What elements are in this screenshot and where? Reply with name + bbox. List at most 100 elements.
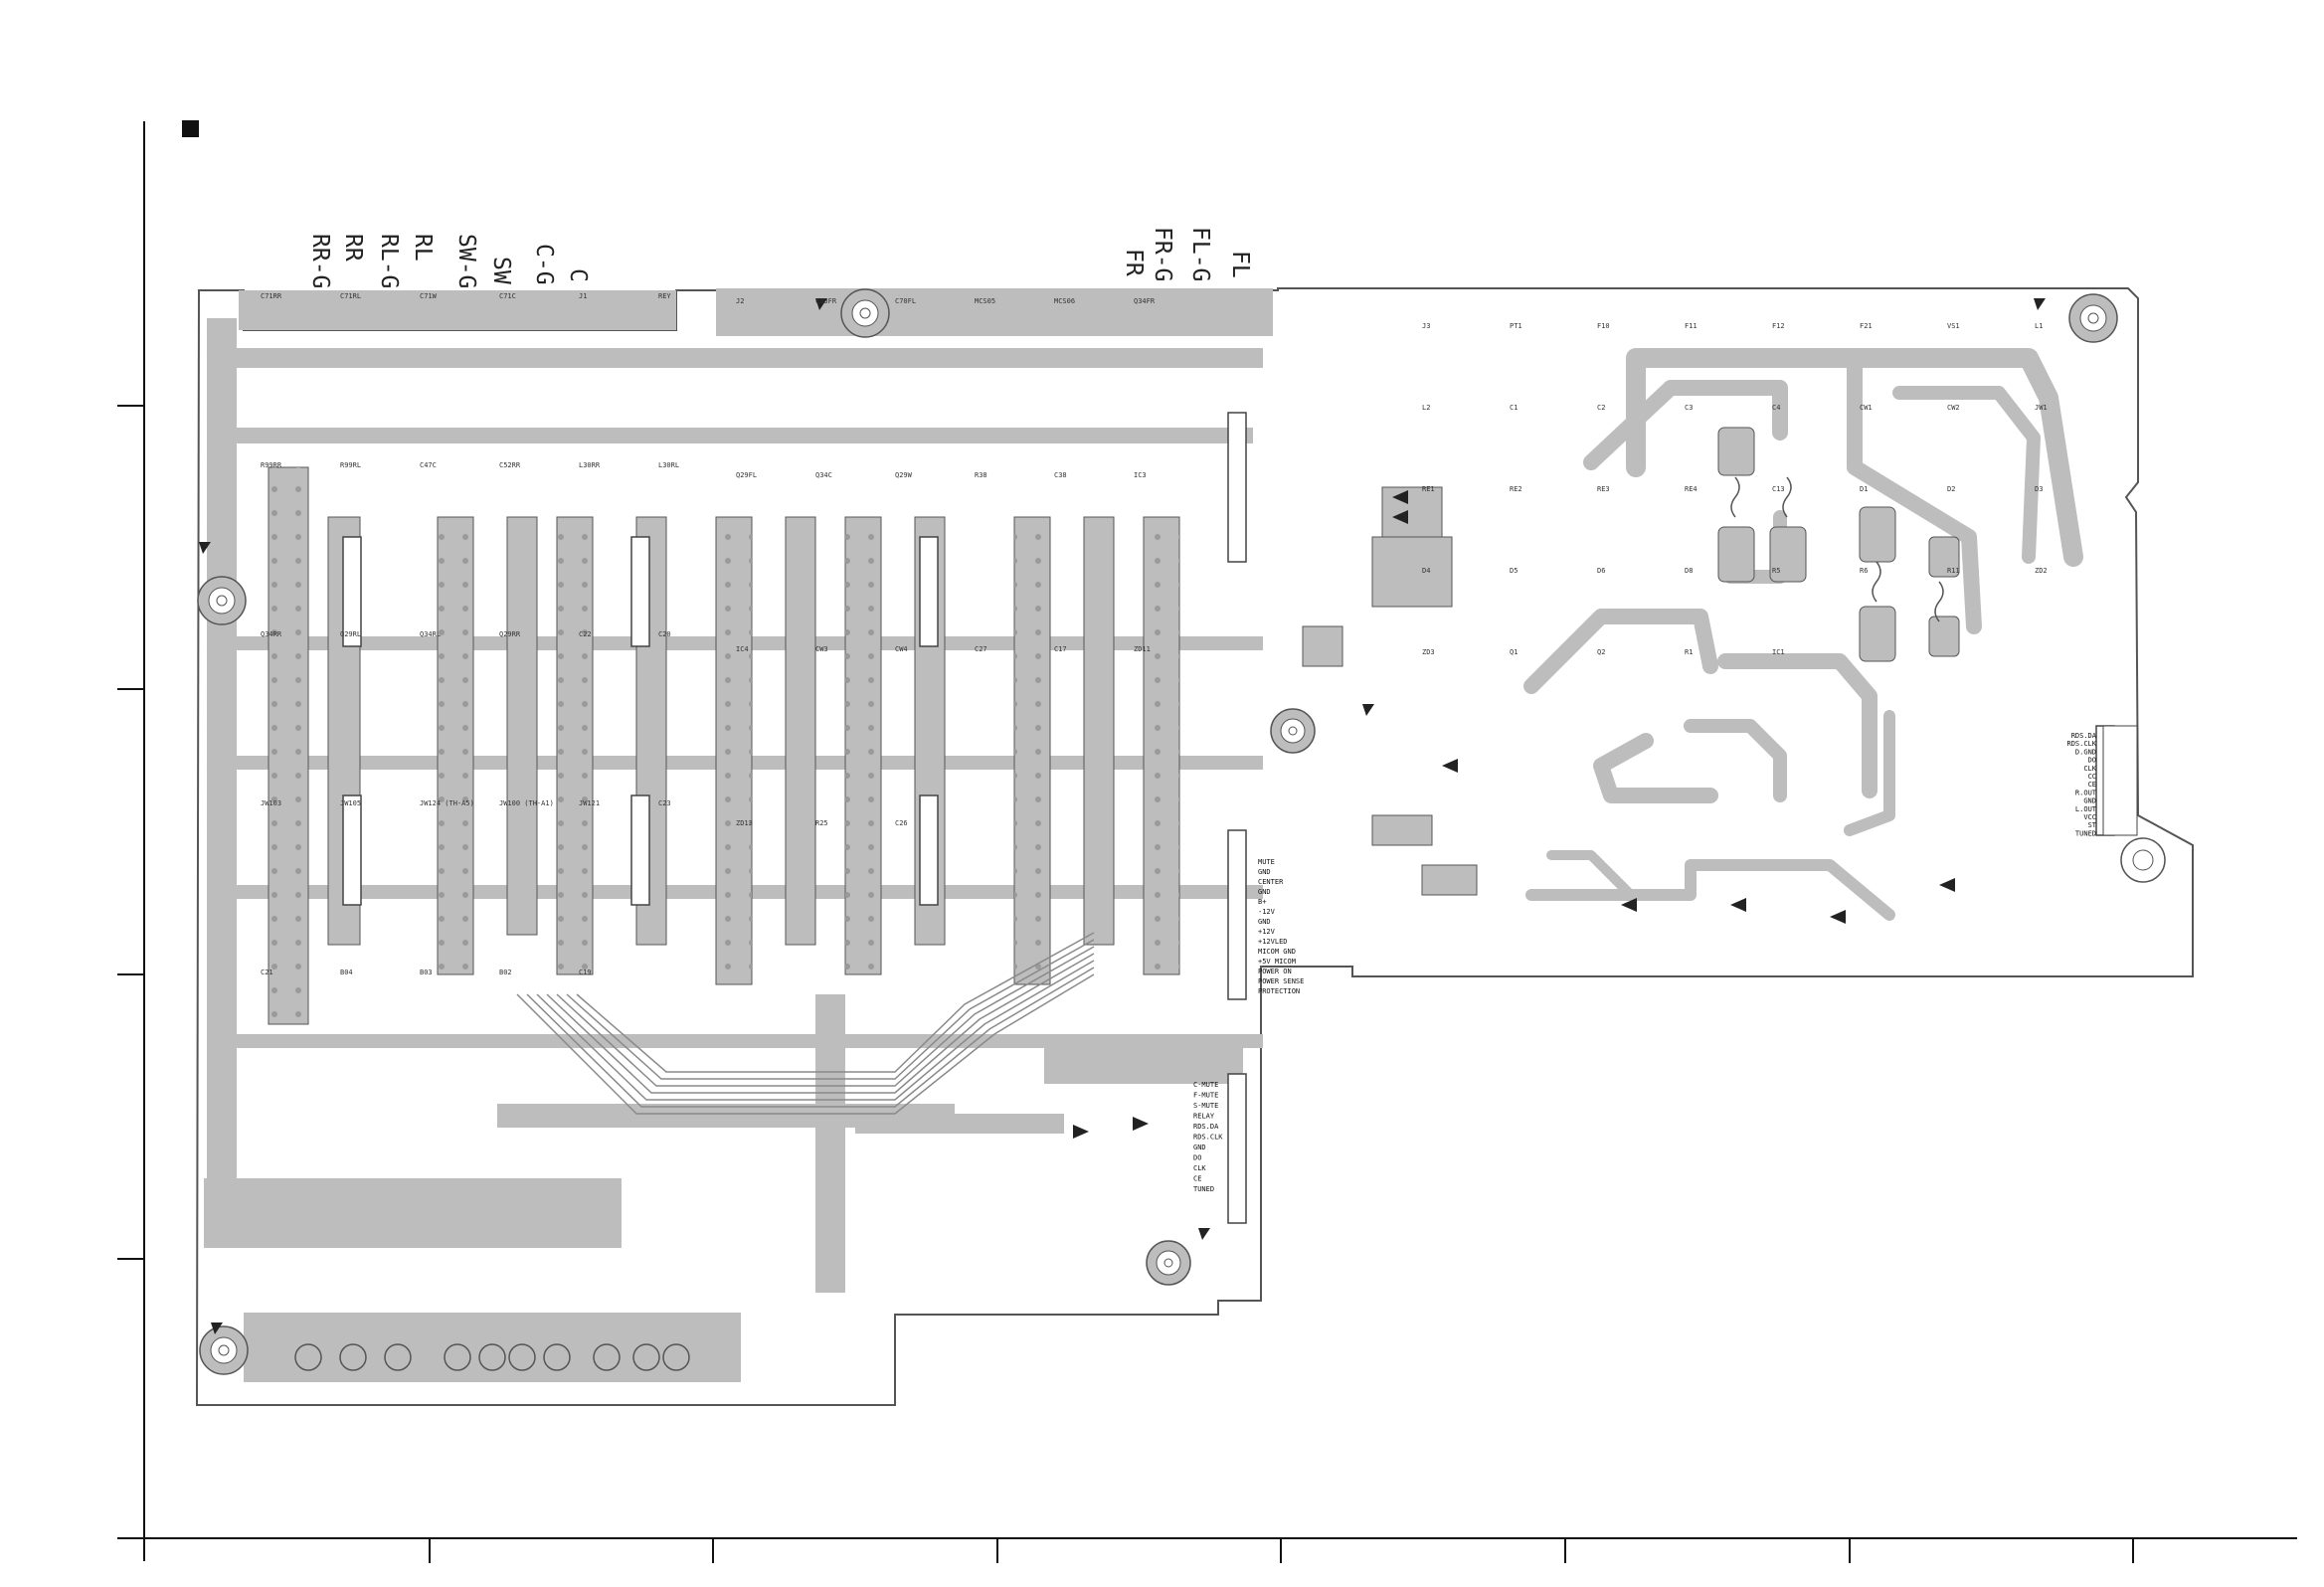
label-fl: FL [1227, 251, 1253, 278]
part-ref-center-2: C70FL [895, 297, 916, 305]
power-supply-pads [1302, 427, 1960, 896]
right-pin-label-0: RDS.DA [2071, 732, 2097, 740]
part-ref-right-26: D6 [1597, 567, 1605, 575]
lower-pin-label-6: GND [1193, 1144, 1206, 1151]
part-ref-right-8: L2 [1422, 404, 1430, 412]
part-ref-left-4: J1 [579, 292, 587, 300]
part-ref-left-25: B04 [340, 969, 353, 976]
part-ref-right-31: ZD2 [2035, 567, 2048, 575]
part-ref-left-27: B02 [499, 969, 512, 976]
part-ref-left-14: Q34RL [420, 630, 441, 638]
right-pin-label-1: RDS.CLK [2066, 740, 2096, 748]
part-ref-left-24: C21 [261, 969, 273, 976]
part-ref-right-3: F11 [1685, 322, 1698, 330]
speaker-terminals [294, 1343, 690, 1371]
part-ref-right-20: C13 [1772, 485, 1785, 493]
part-ref-left-12: Q34RR [261, 630, 282, 638]
part-ref-right-1: PT1 [1510, 322, 1522, 330]
part-ref-center-0: J2 [736, 297, 744, 305]
part-ref-left-21: JW100 (TH-A1) [499, 799, 554, 807]
right-pin-label-3: DO [2088, 757, 2096, 765]
part-ref-right-0: J3 [1422, 322, 1430, 330]
part-ref-right-18: RE3 [1597, 485, 1610, 493]
part-ref-right-36: IC1 [1772, 648, 1785, 656]
part-ref-center-12: IC4 [736, 645, 749, 653]
sheet-frame [117, 121, 2297, 1563]
center-pin-label-12: POWER SENSE [1258, 977, 1304, 985]
part-ref-right-30: R11 [1947, 567, 1960, 575]
center-pin-label-5: -12V [1258, 908, 1276, 916]
part-ref-right-4: F12 [1772, 322, 1785, 330]
label-c-g: C-G [531, 244, 557, 285]
part-ref-left-16: C22 [579, 630, 592, 638]
part-ref-left-11: L30RL [658, 461, 679, 469]
right-connector: RDS.DARDS.CLKD.GNDDOCLKCCCER.OUTGNDL.OUT… [2066, 725, 2138, 837]
fiducial-markers [199, 298, 2046, 1334]
part-ref-right-5: F21 [1860, 322, 1873, 330]
center-pin-label-10: +5V MICOM [1258, 958, 1296, 966]
lower-pin-label-1: F-MUTE [1193, 1092, 1218, 1100]
pad-grid [268, 467, 1179, 1024]
center-pin-label-1: GND [1258, 868, 1271, 876]
part-ref-center-10: C38 [1054, 471, 1067, 479]
fuse-symbols [1730, 476, 1944, 622]
corner-marker [182, 120, 199, 137]
part-ref-right-17: RE2 [1510, 485, 1522, 493]
lower-pin-label-7: DO [1193, 1154, 1201, 1162]
part-ref-center-11: IC3 [1134, 471, 1147, 479]
right-pin-label-12: TUNED [2075, 829, 2096, 837]
center-pin-label-0: MUTE [1258, 858, 1275, 866]
lower-pin-label-4: RDS.DA [1193, 1123, 1219, 1131]
right-pin-label-8: GND [2083, 797, 2096, 805]
part-ref-right-23: D3 [2035, 485, 2043, 493]
ic-outlines [342, 412, 2115, 1224]
part-ref-center-9: R38 [975, 471, 987, 479]
part-ref-center-17: ZD11 [1134, 645, 1151, 653]
part-ref-right-7: L1 [2035, 322, 2043, 330]
part-ref-right-11: C3 [1685, 404, 1693, 412]
part-ref-center-3: MCS05 [975, 297, 995, 305]
right-pin-label-11: ST [2088, 821, 2097, 829]
part-ref-center-4: MCS06 [1054, 297, 1075, 305]
part-ref-left-0: C71RR [261, 292, 282, 300]
label-sw-g: SW-G [453, 234, 479, 288]
part-ref-left-17: C20 [658, 630, 671, 638]
part-ref-left-5: REY [658, 292, 671, 300]
center-pin-label-2: CENTER [1258, 878, 1284, 886]
part-ref-center-5: Q34FR [1134, 297, 1156, 305]
part-ref-center-15: C27 [975, 645, 987, 653]
center-pin-label-7: +12V [1258, 928, 1276, 936]
label-rr: RR [340, 234, 366, 262]
center-pin-label-3: GND [1258, 888, 1271, 896]
part-ref-left-9: C52RR [499, 461, 521, 469]
part-ref-left-7: R99RL [340, 461, 361, 469]
part-ref-left-23: C23 [658, 799, 671, 807]
part-ref-right-2: F10 [1597, 322, 1610, 330]
label-rr-g: RR-G [307, 234, 333, 288]
part-ref-left-18: JW103 [261, 799, 281, 807]
right-pin-label-10: VCC [2083, 813, 2096, 821]
part-ref-right-9: C1 [1510, 404, 1518, 412]
right-pin-label-6: CE [2088, 781, 2096, 789]
lower-pin-label-8: CLK [1193, 1164, 1206, 1172]
right-pin-label-4: CLK [2083, 765, 2096, 773]
lower-pin-label-9: CE [1193, 1175, 1201, 1183]
right-pin-label-5: CC [2088, 773, 2096, 781]
part-ref-center-13: CW3 [815, 645, 828, 653]
right-pin-label-2: D.GND [2075, 748, 2096, 756]
part-ref-right-6: VS1 [1947, 322, 1960, 330]
signal-bus [516, 932, 1095, 1115]
part-ref-left-8: C47C [420, 461, 437, 469]
part-ref-right-16: RE1 [1422, 485, 1435, 493]
part-ref-right-12: C4 [1772, 404, 1780, 412]
power-supply-foil [1523, 348, 2083, 921]
part-ref-center-16: C17 [1054, 645, 1067, 653]
center-pin-label-6: GND [1258, 918, 1271, 926]
label-fr: FR [1121, 249, 1147, 276]
part-ref-right-29: R6 [1860, 567, 1868, 575]
lower-pin-label-10: TUNED [1193, 1185, 1214, 1193]
mounting-holes [197, 288, 2166, 1375]
lower-pin-label-0: C-MUTE [1193, 1081, 1218, 1089]
